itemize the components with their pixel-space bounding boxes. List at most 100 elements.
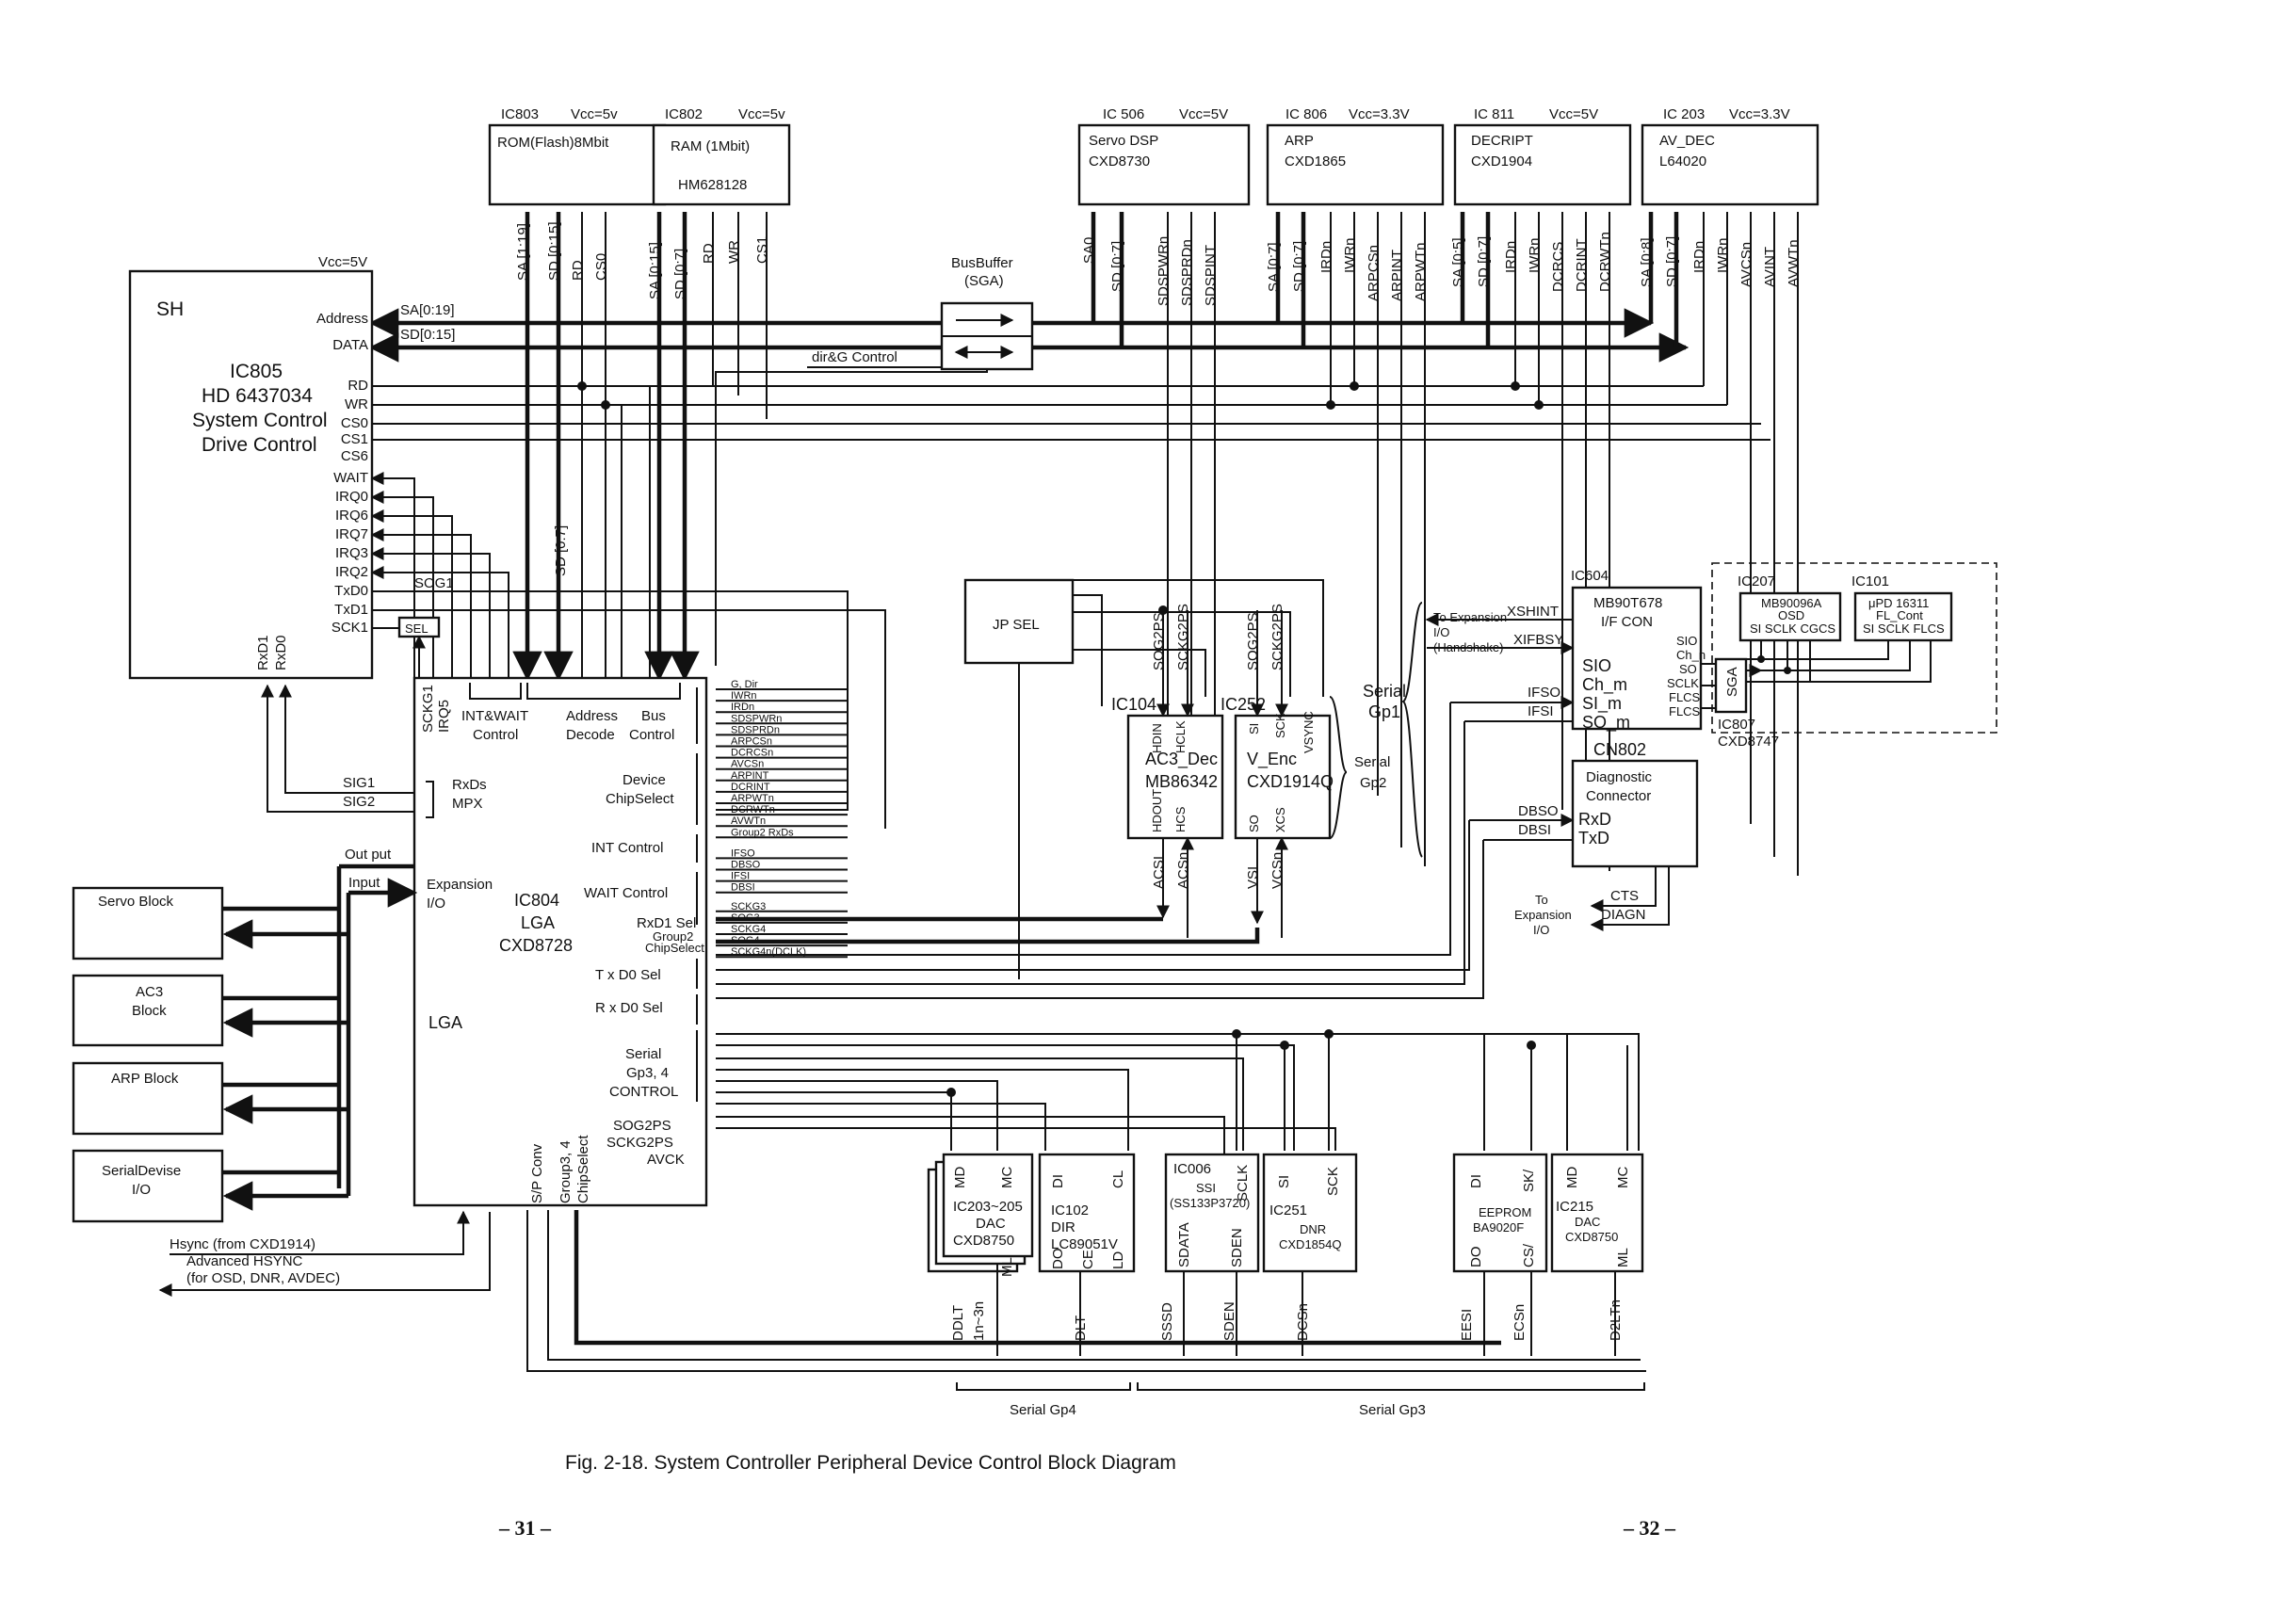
ic506-name: Servo DSP xyxy=(1089,133,1158,149)
ic203-205-pin: ML xyxy=(999,1257,1015,1277)
ic811-block: IC 811 Vcc=5V DECRIPT CXD1904 SA [0:5] S… xyxy=(1450,106,1632,292)
osd-group-frame xyxy=(1711,562,1997,734)
signal-label: IRDn xyxy=(731,702,754,713)
hsync-label: Hsync (from CXD1914) xyxy=(170,1236,315,1252)
bus-buffer-title: BusBuffer xyxy=(951,255,1013,271)
ic252-pin: VSYNC xyxy=(1302,711,1316,753)
ic203-pin: IRDn xyxy=(1691,241,1707,273)
ic803-pin: CS0 xyxy=(593,253,609,281)
ic215-pin: ML xyxy=(1615,1248,1631,1267)
arp-block xyxy=(72,1061,224,1136)
sh-bottom-pin: RxD1 xyxy=(255,635,271,670)
ic215-name: IC215 xyxy=(1556,1199,1593,1215)
signal-label: AVCSn xyxy=(731,759,764,770)
ic203-pin: AVCSn xyxy=(1738,242,1754,287)
output-label: Out put xyxy=(345,847,392,863)
ic811-part: CXD1904 xyxy=(1471,153,1532,169)
ic252-above: SOG2PS xyxy=(1245,612,1261,670)
ic252-below: VSI xyxy=(1245,866,1261,889)
ic101-line: SI SCLK FLCS xyxy=(1863,621,1945,636)
ic802-block: IC802 Vcc=5v RAM (1Mbit) HM628128 SA [0:… xyxy=(647,106,791,299)
intwait-label: Control xyxy=(473,727,518,743)
ic252-part: CXD1914Q xyxy=(1247,772,1334,791)
ic252-pin: SCK xyxy=(1273,713,1287,738)
ic252-name: V_Enc xyxy=(1247,750,1297,769)
sh-pin: IRQ0 xyxy=(335,489,368,505)
ic804-lga-block: SCKG1 IRQ5 INT&WAIT Control Address Deco… xyxy=(343,676,708,1207)
eeprom-pin: DO xyxy=(1468,1247,1484,1268)
ic252-above: SCKG2PS xyxy=(1269,604,1285,670)
serial-gp1-label: Serial xyxy=(1363,682,1406,701)
serial-ctl-label: Serial xyxy=(625,1046,661,1062)
ic802-vcc: Vcc=5v xyxy=(738,106,785,122)
rxd0sel-label: R x D0 Sel xyxy=(595,1000,663,1016)
sh-pin: Address xyxy=(316,311,368,327)
xifbsy-label: XIFBSY xyxy=(1513,632,1563,648)
signal-label: DBSO xyxy=(731,860,761,871)
ic506-vcc: Vcc=5V xyxy=(1179,106,1228,122)
ic604-pin: Ch_m xyxy=(1582,675,1627,695)
ifso-label: IFSO xyxy=(1528,685,1560,701)
ic006-name: SSI xyxy=(1196,1181,1216,1195)
to-exp-handshake: To Expansion xyxy=(1433,610,1507,624)
ic104-above: SOG2PS xyxy=(1151,612,1167,670)
dir-control-label: dir&G Control xyxy=(812,349,897,365)
signal-label: ARPCSn xyxy=(731,736,772,748)
ic251-pin: SCK xyxy=(1325,1167,1341,1196)
sh-to-lga-wiring: SEL SOG1 SD [0:7] xyxy=(261,323,886,829)
ic804-top-pin: IRQ5 xyxy=(436,700,452,733)
ic803-block: IC803 Vcc=5v ROM(Flash)8Mbit SA [1:19] S… xyxy=(488,106,667,281)
ic101-line: μPD 16311 xyxy=(1868,596,1929,610)
signal-label: G, Dir xyxy=(731,679,758,690)
ic604-name: MB90T678 xyxy=(1593,595,1662,611)
ic803-vcc: Vcc=5v xyxy=(571,106,618,122)
ic806-vcc: Vcc=3.3V xyxy=(1349,106,1410,122)
cn802-name: Connector xyxy=(1586,788,1651,804)
serial-gp2-label: Gp2 xyxy=(1360,775,1386,791)
signal-label: DBSI xyxy=(731,882,755,894)
diagn-label: DIAGN xyxy=(1601,907,1646,923)
ic207-box xyxy=(1738,591,1842,642)
ic104-pin: HCS xyxy=(1173,806,1188,832)
ic252-below: VCSn xyxy=(1269,852,1285,889)
signal-label: SCKG4 xyxy=(731,924,766,935)
sh-pin: IRQ6 xyxy=(335,508,368,524)
ic104-part: MB86342 xyxy=(1145,772,1218,791)
ic215-name: CXD8750 xyxy=(1565,1230,1618,1244)
ic811-pin: DCRINT xyxy=(1574,238,1590,292)
addrdec-label: Decode xyxy=(566,727,615,743)
cn802-pin: RxD xyxy=(1578,810,1611,829)
sd-bus-label: SD[0:15] xyxy=(400,327,455,343)
cn802-to-exp: Expansion xyxy=(1514,908,1572,922)
ic802-part: HM628128 xyxy=(678,177,747,193)
ic811-vcc: Vcc=5V xyxy=(1549,106,1598,122)
sh-line: IC805 xyxy=(230,361,283,382)
ic811-pin: DCRCS xyxy=(1550,242,1566,292)
ic252-pin: XCS xyxy=(1273,807,1287,832)
cn802-box xyxy=(1571,759,1699,868)
ifsi-label: IFSI xyxy=(1528,703,1554,719)
ic215-pin: MC xyxy=(1615,1167,1631,1188)
signal-label: IFSI xyxy=(731,871,750,882)
ic102-name: LC89051V xyxy=(1051,1236,1118,1252)
eeprom-pin: DI xyxy=(1468,1174,1484,1188)
ic102-pin: CL xyxy=(1110,1170,1126,1188)
busctl-label: Control xyxy=(629,727,674,743)
figure-caption: Fig. 2-18. System Controller Peripheral … xyxy=(565,1452,1176,1474)
ic804-bottom: ChipSelect xyxy=(575,1135,591,1203)
ic802-pin: CS1 xyxy=(754,236,770,264)
ic806-pin: ARPWTn xyxy=(1413,242,1429,301)
xshint-label: XSHINT xyxy=(1507,604,1559,620)
sga-ref: IC807 xyxy=(1718,717,1755,733)
rxds-mpx-label: MPX xyxy=(452,796,483,812)
ic804-name: CXD8728 xyxy=(499,936,573,955)
sh-pin: IRQ3 xyxy=(335,545,368,561)
sh-pin: CS6 xyxy=(341,448,368,464)
ic251-pin: SI xyxy=(1276,1175,1292,1188)
ic806-part: CXD1865 xyxy=(1285,153,1346,169)
ic806-name: ARP xyxy=(1285,133,1314,149)
ic104-ref: IC104 xyxy=(1111,695,1156,714)
eeprom-block: DI SK/ EEPROM BA9020F DO CS/ EESI ECSn xyxy=(1452,1153,1548,1356)
ic006-pin: SDEN xyxy=(1229,1228,1245,1267)
